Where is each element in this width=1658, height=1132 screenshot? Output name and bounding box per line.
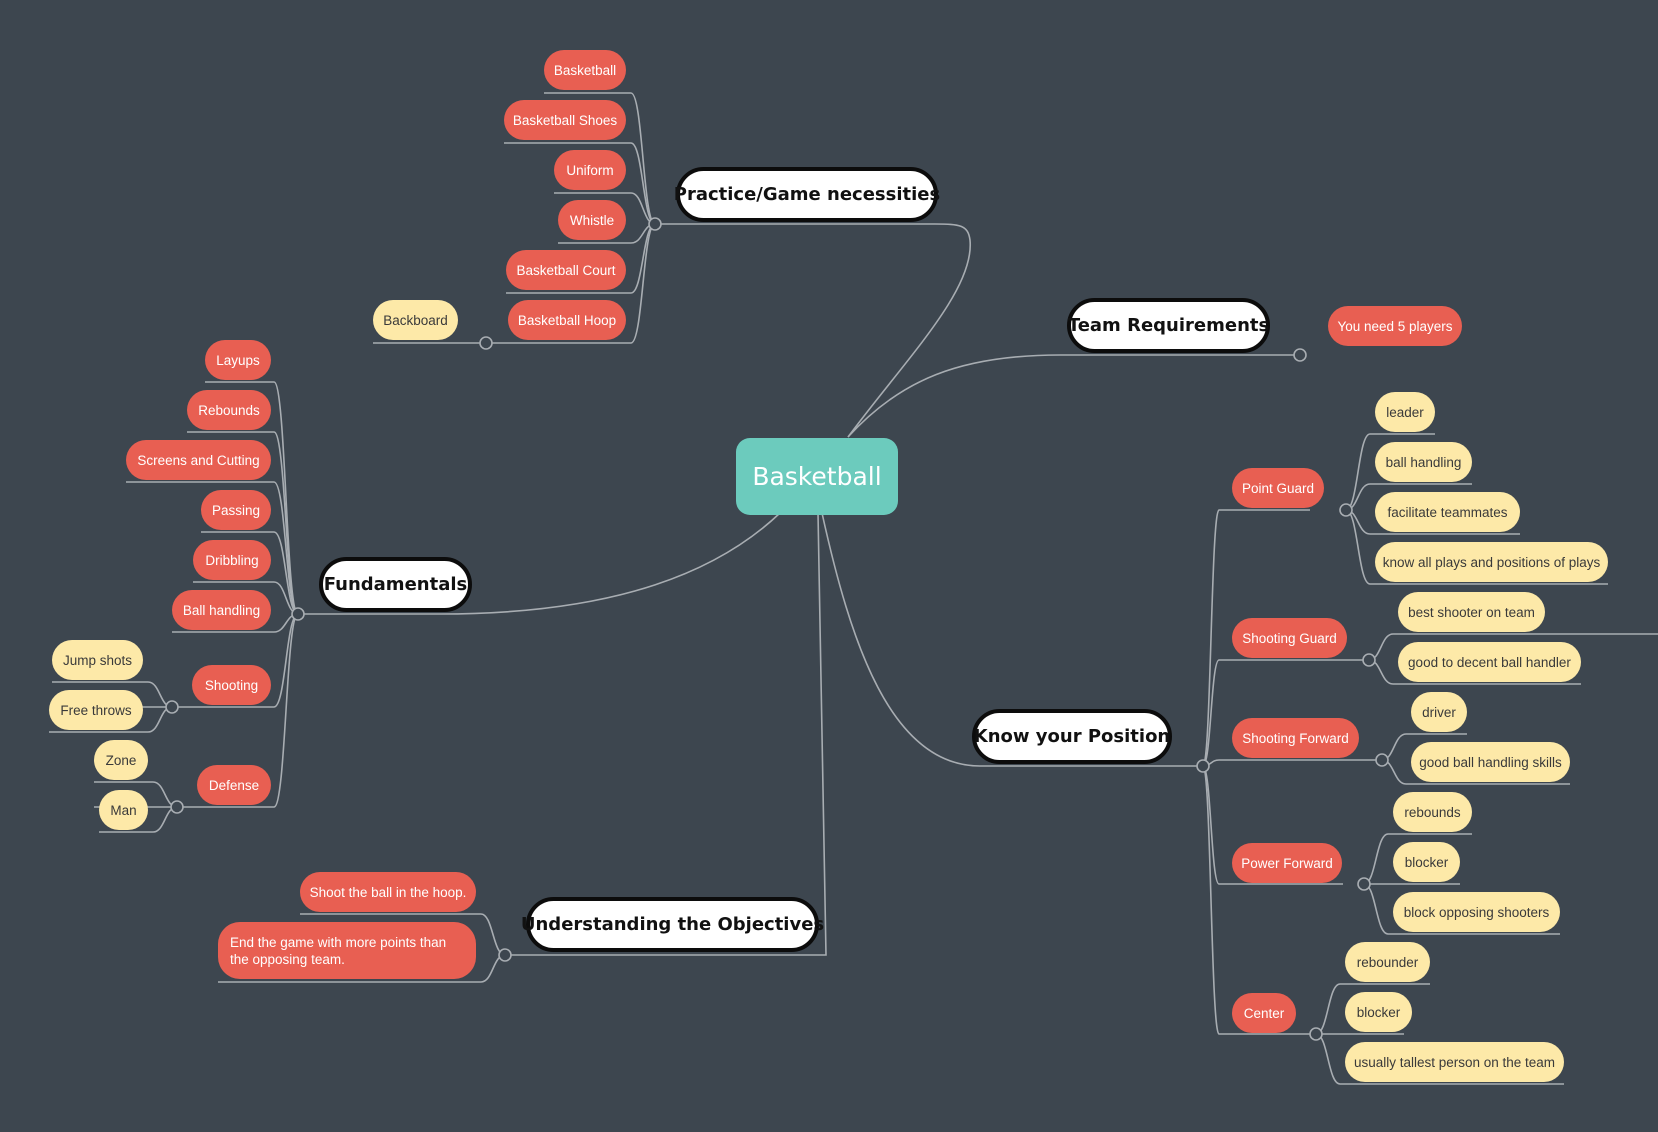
trait-blocker-pf[interactable]: blocker	[1393, 842, 1460, 882]
central-topic[interactable]: Basketball	[736, 438, 898, 515]
trait-usually-tallest[interactable]: usually tallest person on the team	[1345, 1042, 1564, 1082]
item-rebounds[interactable]: Rebounds	[187, 390, 271, 430]
trait-driver[interactable]: driver	[1411, 692, 1467, 732]
item-passing[interactable]: Passing	[201, 490, 271, 530]
item-backboard[interactable]: Backboard	[373, 300, 458, 340]
position-center[interactable]: Center	[1232, 993, 1296, 1033]
trait-good-to-decent-ball-handler[interactable]: good to decent ball handler	[1398, 642, 1581, 682]
topic-fundamentals[interactable]: Fundamentals	[319, 557, 472, 612]
position-shooting-forward[interactable]: Shooting Forward	[1232, 718, 1359, 758]
item-shooting[interactable]: Shooting	[192, 665, 271, 705]
link-central-fundamentals	[298, 512, 781, 615]
item-layups[interactable]: Layups	[205, 340, 271, 380]
item-basketball-shoes[interactable]: Basketball Shoes	[504, 100, 626, 140]
item-you-need-5-players[interactable]: You need 5 players	[1328, 306, 1462, 346]
topic-team-requirements[interactable]: Team Requirements	[1067, 298, 1270, 353]
topic-know-your-position[interactable]: Know your Position	[972, 709, 1172, 764]
position-point-guard[interactable]: Point Guard	[1232, 468, 1324, 508]
item-basketball-court[interactable]: Basketball Court	[506, 250, 626, 290]
trait-facilitate-teammates[interactable]: facilitate teammates	[1375, 492, 1520, 532]
item-jump-shots[interactable]: Jump shots	[52, 640, 143, 680]
item-basketball-hoop[interactable]: Basketball Hoop	[508, 300, 626, 340]
trait-leader[interactable]: leader	[1375, 392, 1435, 432]
topic-practice-game-necessities[interactable]: Practice/Game necessities	[674, 167, 940, 222]
links-fundamentals	[52, 381, 299, 808]
position-shooting-guard[interactable]: Shooting Guard	[1232, 618, 1347, 658]
item-shoot-ball-in-hoop[interactable]: Shoot the ball in the hoop.	[300, 872, 476, 912]
item-uniform[interactable]: Uniform	[554, 150, 626, 190]
trait-block-opposing-shooters[interactable]: block opposing shooters	[1393, 892, 1560, 932]
trait-best-shooter[interactable]: best shooter on team	[1398, 592, 1545, 632]
trait-blocker-center[interactable]: blocker	[1345, 992, 1412, 1032]
item-dribbling[interactable]: Dribbling	[193, 540, 271, 580]
item-end-game-more-points[interactable]: End the game with more points than the o…	[218, 922, 476, 979]
link-central-position	[821, 512, 1203, 767]
link-central-team	[847, 354, 1300, 438]
topic-understanding-objectives[interactable]: Understanding the Objectives	[521, 897, 824, 952]
trait-rebounder[interactable]: rebounder	[1345, 942, 1430, 982]
position-power-forward[interactable]: Power Forward	[1232, 843, 1342, 883]
trait-rebounds[interactable]: rebounds	[1393, 792, 1472, 832]
trait-ball-handling[interactable]: ball handling	[1375, 442, 1472, 482]
item-whistle[interactable]: Whistle	[558, 200, 626, 240]
trait-know-all-plays[interactable]: know all plays and positions of plays	[1375, 542, 1608, 582]
item-defense[interactable]: Defense	[197, 765, 271, 805]
item-screens-and-cutting[interactable]: Screens and Cutting	[126, 440, 271, 480]
item-ball-handling[interactable]: Ball handling	[172, 590, 271, 630]
hub-circles	[165, 217, 1389, 1041]
link-central-practice	[655, 223, 971, 438]
link-central-objectives	[505, 512, 827, 956]
trait-good-ball-handling-skills[interactable]: good ball handling skills	[1411, 742, 1570, 782]
item-zone[interactable]: Zone	[94, 740, 148, 780]
item-man[interactable]: Man	[99, 790, 148, 830]
item-basketball[interactable]: Basketball	[544, 50, 626, 90]
item-free-throws[interactable]: Free throws	[49, 690, 143, 730]
